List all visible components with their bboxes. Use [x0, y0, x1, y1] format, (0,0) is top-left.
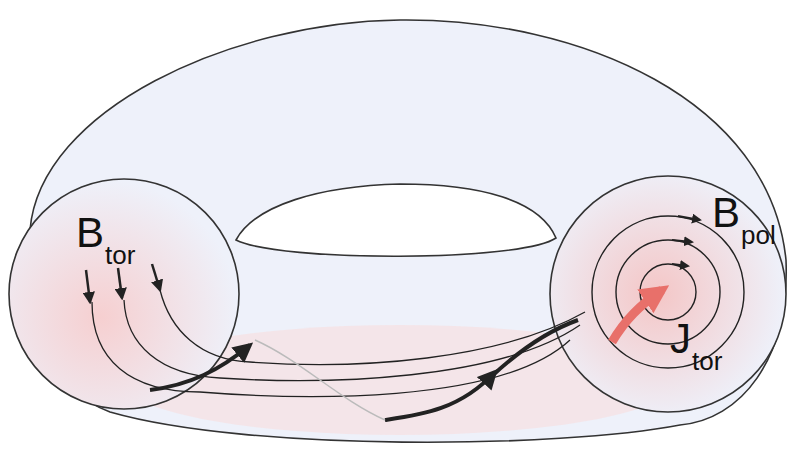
jtor-subscript: tor [692, 348, 722, 374]
jtor-symbol: J [670, 318, 691, 360]
bpol-symbol: B [712, 192, 740, 234]
bpol-subscript: pol [741, 222, 776, 248]
btor-symbol: B [76, 212, 104, 254]
btor-subscript: tor [105, 242, 135, 268]
